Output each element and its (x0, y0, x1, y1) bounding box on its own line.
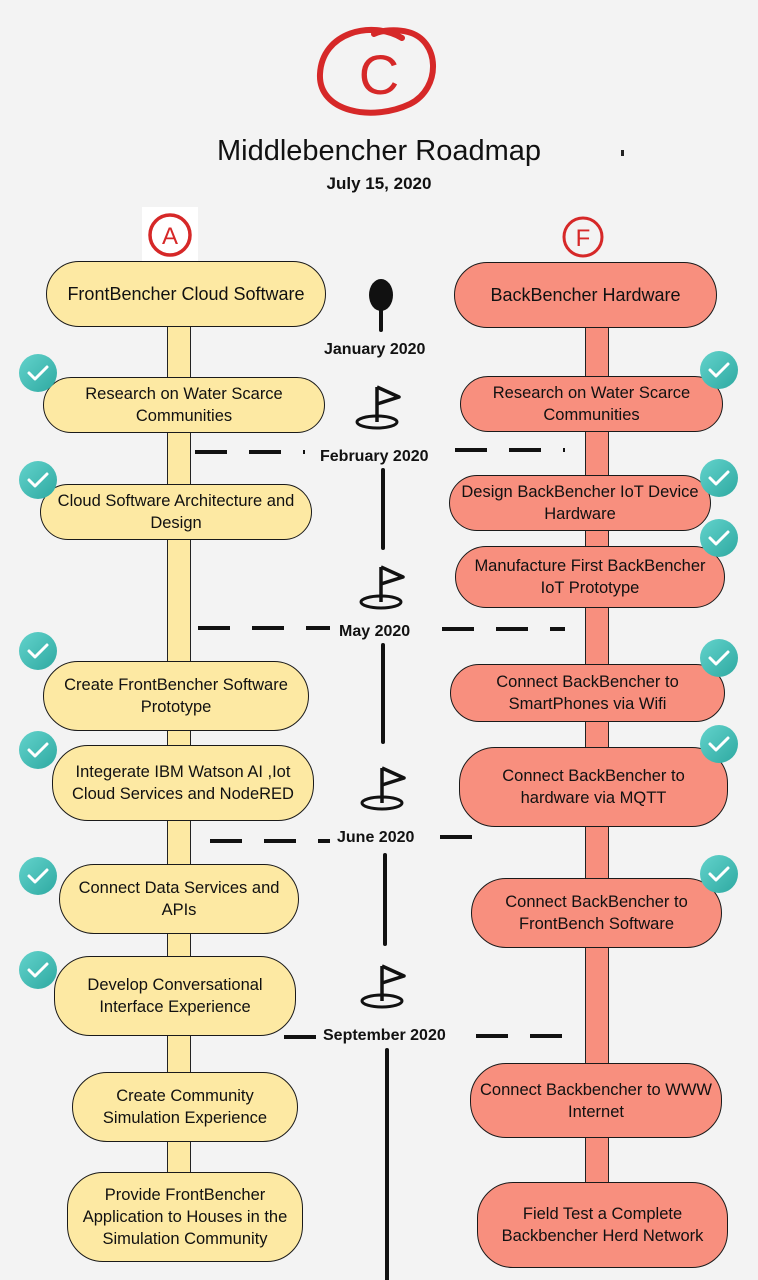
grade-c-letter: C (359, 43, 399, 106)
back-item: Connect Backbencher to WWW Internet (470, 1063, 722, 1138)
check-icon (700, 519, 738, 557)
back-item: Design BackBencher IoT Device Hardware (449, 475, 711, 531)
check-icon (19, 354, 57, 392)
check-icon (700, 855, 738, 893)
front-item: Create FrontBencher Software Prototype (43, 661, 309, 731)
check-icon (19, 632, 57, 670)
back-item: Connect BackBencher to hardware via MQTT (459, 747, 728, 827)
flag-icon (360, 766, 406, 811)
check-icon (19, 857, 57, 895)
milestone-label: January 2020 (320, 341, 430, 359)
front-item: Research on Water Scarce Communities (43, 377, 325, 433)
check-icon (19, 951, 57, 989)
front-item: Provide FrontBencher Application to Hous… (67, 1172, 303, 1262)
check-icon (700, 351, 738, 389)
milestone-label: September 2020 (319, 1027, 450, 1045)
back-item: Connect BackBencher to FrontBench Softwa… (471, 878, 722, 948)
flag-icon (360, 964, 406, 1009)
check-icon (700, 725, 738, 763)
front-item: Create Community Simulation Experience (72, 1072, 298, 1142)
back-item: Research on Water Scarce Communities (460, 376, 723, 432)
page-date: July 15, 2020 (326, 174, 432, 193)
front-item: Integerate IBM Watson AI ,Iot Cloud Serv… (52, 745, 314, 821)
back-item: Connect BackBencher to SmartPhones via W… (450, 664, 725, 722)
grade-f-letter: F (576, 225, 591, 252)
front-item: Develop Conversational Interface Experie… (54, 956, 296, 1036)
back-column-title: BackBencher Hardware (454, 262, 717, 328)
flag-icon (359, 565, 405, 610)
milestone-label: June 2020 (333, 829, 419, 847)
back-item: Manufacture First BackBencher IoT Protot… (455, 546, 725, 608)
milestone-label: February 2020 (316, 448, 433, 466)
check-icon (700, 459, 738, 497)
grade-c-stamp: C (316, 27, 436, 116)
flag-icon (355, 385, 401, 430)
front-item: Connect Data Services and APIs (59, 864, 299, 934)
back-item: Field Test a Complete Backbencher Herd N… (477, 1182, 728, 1268)
grade-a-badge: A (142, 207, 198, 263)
milestone-label: May 2020 (335, 623, 415, 641)
stray-dot (621, 150, 624, 156)
check-icon (700, 639, 738, 677)
check-icon (19, 731, 57, 769)
front-item: Cloud Software Architecture and Design (40, 484, 312, 540)
start-pin-icon (369, 279, 393, 311)
page-title: Middlebencher Roadmap (216, 135, 542, 167)
check-icon (19, 461, 57, 499)
grade-f-badge: F (558, 212, 608, 262)
front-column-title: FrontBencher Cloud Software (46, 261, 326, 327)
grade-a-letter: A (162, 223, 178, 250)
